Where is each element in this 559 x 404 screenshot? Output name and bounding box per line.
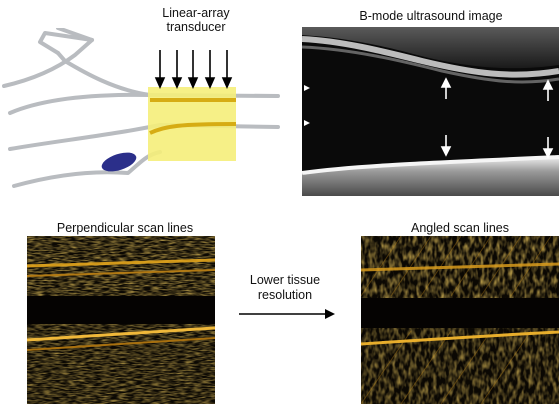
vessel-upper-wall [8, 92, 280, 115]
transducer-wall-lower [149, 122, 237, 135]
vessel-diagram [2, 28, 280, 188]
depth-marker-1 [304, 85, 310, 91]
angled-scan-image [361, 236, 559, 404]
resolution-arrow [239, 309, 335, 319]
transducer-arrows [154, 50, 233, 89]
bmode-image [302, 27, 559, 196]
plaque [101, 152, 137, 172]
arrow-caption: Lower tissue resolution [235, 273, 335, 303]
transducer-label-line2: transducer [166, 20, 226, 34]
arrow-caption-line2: resolution [257, 288, 313, 302]
vessel-bottom-wall [12, 150, 162, 188]
vessel-upper-outer-wall [2, 38, 94, 88]
angled-title: Angled scan lines [411, 221, 509, 235]
vessel-branch-left [38, 31, 94, 55]
bmode-title: B-mode ultrasound image [359, 9, 503, 23]
arrow-caption-line1: Lower tissue [249, 273, 321, 287]
perpendicular-scan-image [27, 236, 215, 404]
perpendicular-title: Perpendicular scan lines [56, 221, 194, 235]
transducer-label: Linear-array transducer [141, 6, 251, 34]
transducer-label-line1: Linear-array [162, 6, 230, 20]
vessel-branch-right [56, 28, 94, 42]
resolution-arrow-head [325, 309, 335, 319]
depth-marker-2 [304, 120, 310, 126]
vessel-branch-join [56, 51, 152, 97]
vessel-lower-wall [8, 123, 280, 151]
wall-arrows [440, 77, 554, 159]
